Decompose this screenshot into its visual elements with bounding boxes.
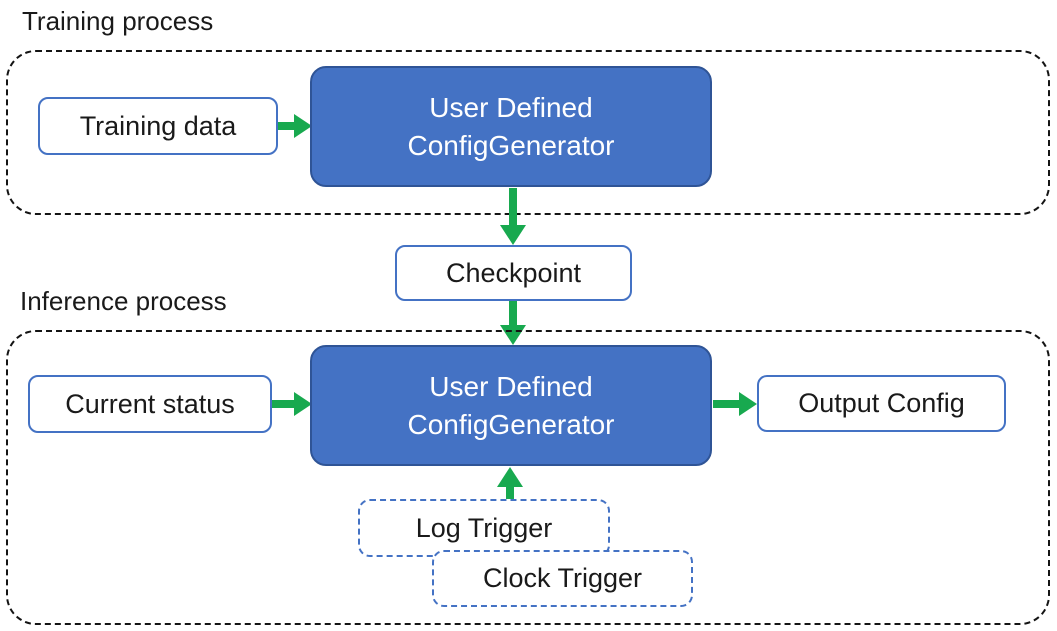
current-status-box: Current status [28,375,272,433]
training-config-generator-line1: User Defined [429,91,593,123]
inference-process-label: Inference process [20,286,227,316]
inference-config-generator-line2: ConfigGenerator [407,408,615,440]
training-process-label: Training process [22,6,214,36]
output-config-box: Output Config [757,375,1006,432]
arrow-current-status-to-generator-icon [272,392,312,416]
training-data-box: Training data [38,97,278,155]
inference-config-generator-box: User Defined ConfigGenerator [310,345,712,466]
training-config-generator-box: User Defined ConfigGenerator [310,66,712,187]
arrow-generator-to-output-config-icon [713,392,757,416]
clock-trigger-box: Clock Trigger [432,550,693,607]
training-config-generator-line2: ConfigGenerator [407,129,615,161]
arrow-generator-to-checkpoint-icon [500,188,526,245]
arrow-trigger-to-generator-icon [497,467,523,500]
log-trigger-box: Log Trigger [358,499,610,557]
inference-config-generator-line1: User Defined [429,370,593,402]
checkpoint-box: Checkpoint [395,245,632,301]
arrow-training-data-to-generator-icon [278,114,312,138]
inference-process-container [6,330,1050,625]
training-process-container [6,50,1050,215]
